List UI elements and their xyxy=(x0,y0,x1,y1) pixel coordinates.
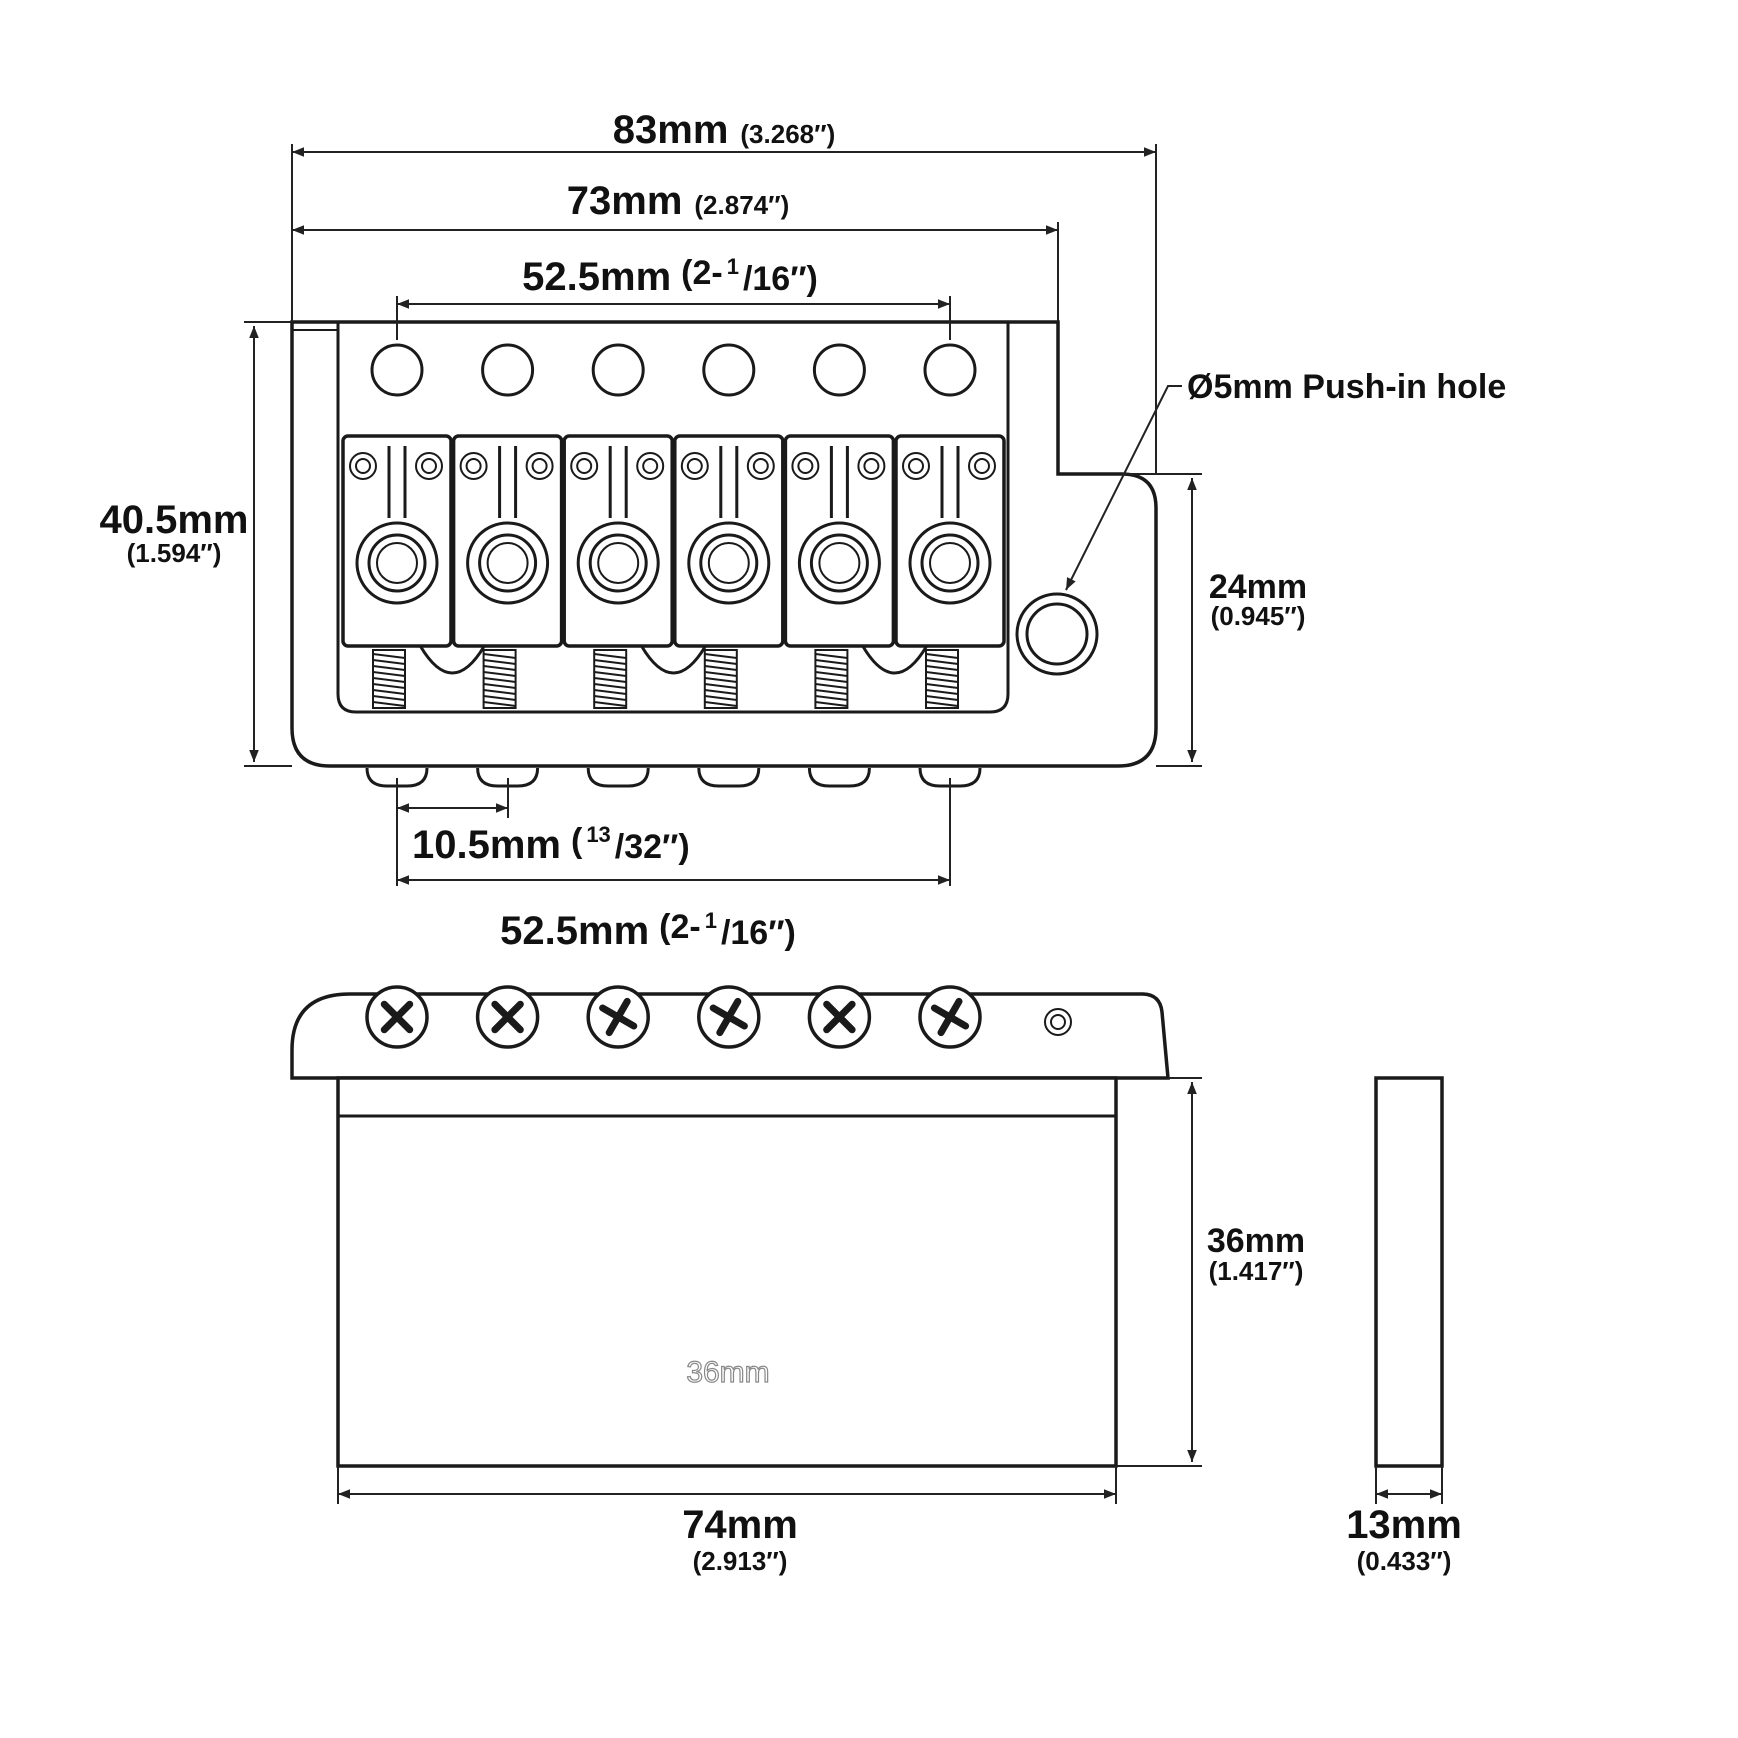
callout-push-in-hole: Ø5mm Push-in hole xyxy=(1065,368,1506,591)
bridge-top-view xyxy=(290,320,1158,788)
dim-string-spacing-top: 52.5mm (2- 1 /16″) xyxy=(396,254,951,340)
mount-screw xyxy=(807,985,872,1049)
saddle-channel xyxy=(336,322,1010,714)
plate-width-mm: 73mm xyxy=(567,179,683,223)
mount-screw xyxy=(586,985,650,1049)
mount-screw xyxy=(475,985,540,1049)
dim-plate-width: 73mm (2.874″) xyxy=(292,179,1059,322)
string-holes xyxy=(370,343,977,397)
block-height-inch: (1.417″) xyxy=(1209,1256,1304,1286)
block-width-inch: (2.913″) xyxy=(693,1546,788,1576)
string-hole xyxy=(591,343,645,397)
string-hole xyxy=(923,343,977,397)
saddle-pitch-mm: 10.5mm xyxy=(412,823,561,867)
dim-overall-width: 83mm (3.268″) xyxy=(291,108,1157,474)
string-hole xyxy=(370,343,424,397)
saddle xyxy=(894,434,1006,709)
spacing-bottom-mm: 52.5mm xyxy=(500,909,649,953)
plate-depth-inch: (1.594″) xyxy=(127,538,222,568)
saddle xyxy=(341,434,453,709)
overall-width-mm: 83mm xyxy=(613,108,729,152)
svg-text:52.5mm (2- 1: 52.5mm (2- 1 /16″) xyxy=(522,254,818,299)
mount-screw xyxy=(918,985,982,1049)
svg-text:83mm (3.268″): 83mm (3.268″) xyxy=(613,108,835,152)
svg-text:52.5mm (2- 1: 52.5mm (2- 1 /16″) xyxy=(500,908,796,953)
sustain-block-side-view: 13mm (0.433″) xyxy=(1346,1076,1462,1576)
block-thickness-mm: 13mm xyxy=(1346,1503,1462,1547)
mount-screws xyxy=(365,985,982,1049)
saddle-adjust-nut xyxy=(807,767,871,788)
dim-block-height: 36mm (1.417″) xyxy=(1116,1077,1305,1467)
saddle xyxy=(783,434,896,709)
dim-block-width: 74mm (2.913″) xyxy=(337,1466,1117,1576)
mount-screw xyxy=(365,985,429,1049)
svg-text:10.5mm ( 13: 10.5mm ( 13 /32″) xyxy=(412,822,690,867)
block-width-mm: 74mm xyxy=(682,1503,798,1547)
saddle xyxy=(673,434,785,709)
sustain-block-side xyxy=(1374,1076,1444,1468)
push-in-hole-front xyxy=(1044,1008,1072,1036)
string-hole xyxy=(481,343,535,397)
overall-width-inch: (3.268″) xyxy=(740,119,835,149)
string-hole xyxy=(702,343,756,397)
push-in-hole-inner xyxy=(1025,602,1089,666)
push-in-hole-outer xyxy=(1015,592,1099,676)
bridge-front-view: 36mm xyxy=(290,985,1170,1468)
plate-width-inch: (2.874″) xyxy=(694,190,789,220)
dim-plate-depth: 40.5mm (1.594″) xyxy=(100,321,292,767)
saddle xyxy=(451,434,564,709)
push-in-hole-label: Ø5mm Push-in hole xyxy=(1187,368,1506,406)
mount-screw xyxy=(697,985,761,1049)
spacing-top-mm: 52.5mm xyxy=(522,255,671,299)
tab-depth-inch: (0.945″) xyxy=(1211,601,1306,631)
plate-depth-mm: 40.5mm xyxy=(100,498,249,542)
sustain-block-inner-label: 36mm xyxy=(686,1356,769,1389)
tab-depth-mm: 24mm xyxy=(1209,568,1307,606)
block-thickness-inch: (0.433″) xyxy=(1357,1546,1452,1576)
saddle-adjust-nut xyxy=(586,767,650,788)
dim-tab-depth: 24mm (0.945″) xyxy=(1122,473,1307,767)
sustain-block xyxy=(336,1076,1118,1468)
svg-text:73mm (2.874″): 73mm (2.874″) xyxy=(567,179,789,223)
saddles xyxy=(341,434,1006,709)
saddle-adjust-nut xyxy=(697,767,761,788)
block-height-mm: 36mm xyxy=(1207,1222,1305,1260)
dim-string-spacing-bottom: 52.5mm (2- 1 /16″) xyxy=(397,778,951,953)
dim-saddle-pitch: 10.5mm ( 13 /32″) xyxy=(396,778,690,886)
saddle xyxy=(562,434,674,709)
string-hole xyxy=(812,343,866,397)
